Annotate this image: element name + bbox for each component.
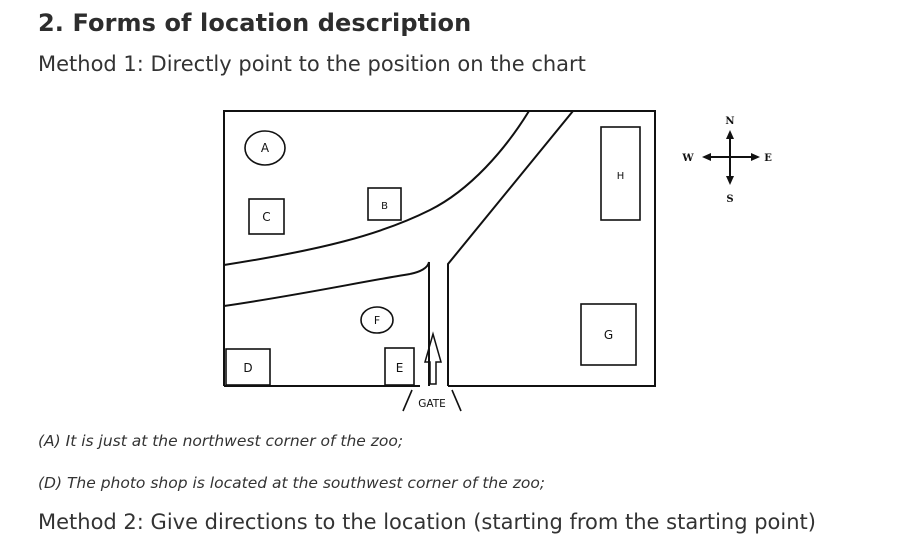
place-e-label: E xyxy=(396,361,404,375)
gate-label: GATE xyxy=(418,398,446,410)
place-b: B xyxy=(367,187,402,221)
place-h: H xyxy=(600,126,641,221)
north-arrowhead xyxy=(726,130,734,139)
place-a-label: A xyxy=(261,141,270,155)
gate-opening xyxy=(402,389,462,412)
compass: N S W E xyxy=(681,116,772,205)
method-1-text: Method 1: Directly point to the position… xyxy=(38,52,586,76)
place-c: C xyxy=(248,198,285,235)
place-c-label: C xyxy=(262,210,270,224)
method-2-text: Method 2: Give directions to the locatio… xyxy=(38,510,816,534)
roads xyxy=(223,110,574,386)
place-h-label: H xyxy=(617,171,625,182)
section-title: 2. Forms of location description xyxy=(38,9,472,37)
compass-east-label: E xyxy=(764,153,772,164)
south-arrowhead xyxy=(726,176,734,185)
zoo-boundary xyxy=(223,110,656,387)
place-b-label: B xyxy=(381,201,388,212)
compass-south-label: S xyxy=(726,194,733,205)
note-a: (A) It is just at the northwest corner o… xyxy=(38,432,404,450)
west-arrowhead xyxy=(702,153,711,161)
compass-west-label: W xyxy=(681,153,694,164)
place-e: E xyxy=(384,347,415,386)
place-a: A xyxy=(244,130,286,166)
compass-north-label: N xyxy=(725,116,734,127)
place-g: G xyxy=(580,303,637,366)
note-d: (D) The photo shop is located at the sou… xyxy=(38,474,546,492)
place-d: D xyxy=(225,348,271,386)
gate-arrow xyxy=(424,331,442,385)
place-f: F xyxy=(360,306,394,334)
place-d-label: D xyxy=(243,361,252,375)
place-g-label: G xyxy=(604,328,613,342)
east-arrowhead xyxy=(751,153,760,161)
place-f-label: F xyxy=(374,314,380,327)
